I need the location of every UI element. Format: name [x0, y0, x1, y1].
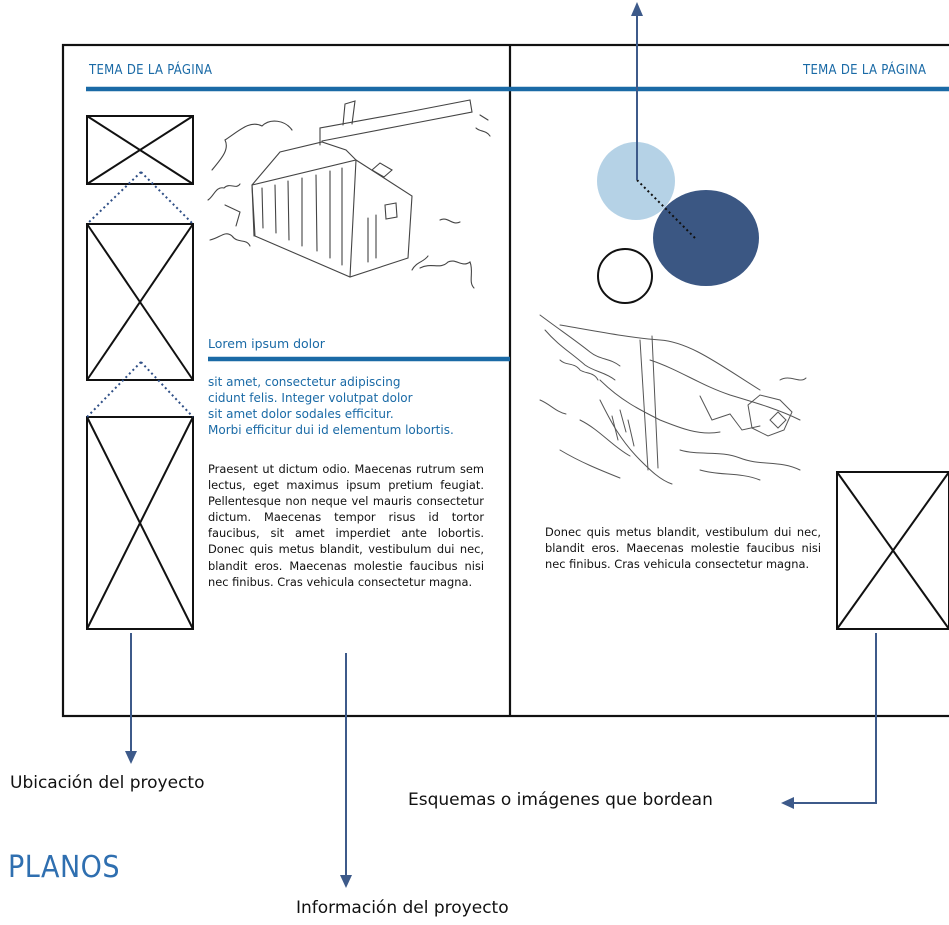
left-page-header: TEMA DE LA PÁGINA — [89, 63, 213, 78]
arrow-icon — [781, 633, 877, 809]
section-subtitle: Lorem ipsum dolor — [208, 336, 325, 351]
dotted-link — [636, 179, 698, 241]
circle-dark — [653, 190, 759, 286]
arrow-icon — [340, 653, 352, 888]
sketch-drawing — [539, 314, 807, 485]
sketch-drawing — [207, 99, 491, 289]
right-page-header: TEMA DE LA PÁGINA — [803, 63, 927, 78]
intro-line: sit amet, consectetur adipiscing — [208, 375, 401, 389]
annotation-schemes: Esquemas o imágenes que bordean — [408, 790, 713, 810]
right-paragraph: Donec quis metus blandit, vestibulum dui… — [545, 525, 821, 572]
arrow-icon — [631, 2, 643, 180]
annotation-location: Ubicación del proyecto — [10, 773, 205, 793]
annotation-info: Información del proyecto — [296, 898, 509, 918]
body-paragraph: Praesent ut dictum odio. Maecenas rutrum… — [208, 462, 484, 589]
spread-frame — [61, 43, 949, 718]
dotted-connector — [86, 171, 194, 418]
circle-light — [597, 142, 675, 220]
image-placeholder-icon — [86, 115, 194, 185]
intro-line: cidunt felis. Integer volutpat dolor — [208, 391, 413, 405]
intro-line: sit amet dolor sodales efficitur. — [208, 407, 394, 421]
intro-text: sit amet, consectetur adipiscing cidunt … — [208, 374, 508, 438]
intro-line: Morbi efficitur dui id elementum loborti… — [208, 423, 454, 437]
right-page-text: Donec quis metus blandit, vestibulum dui… — [545, 524, 821, 572]
body-text: Praesent ut dictum odio. Maecenas rutrum… — [208, 461, 484, 590]
image-placeholder-icon — [86, 223, 194, 381]
section-title: PLANOS — [8, 850, 121, 885]
arrow-icon — [125, 633, 137, 764]
circle-outline — [597, 248, 653, 304]
image-placeholder-icon — [86, 416, 194, 630]
image-placeholder-icon — [836, 471, 949, 630]
